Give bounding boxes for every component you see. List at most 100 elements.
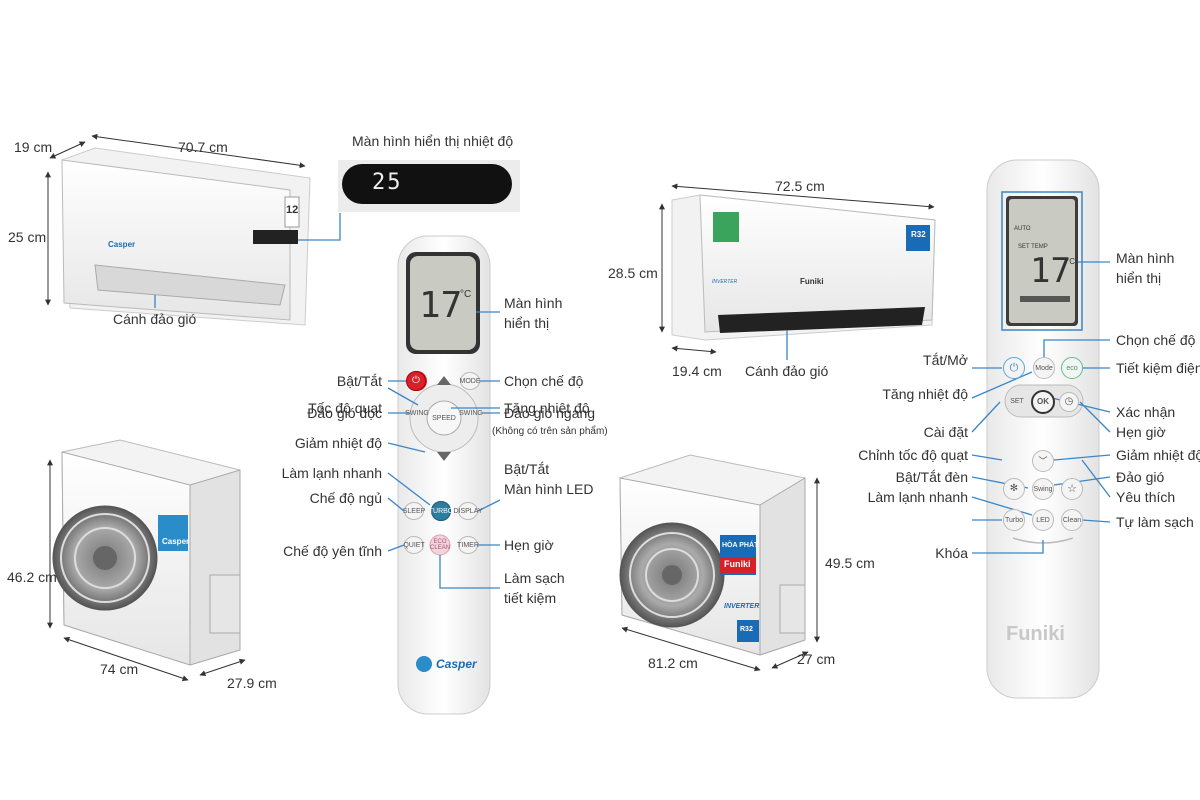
casper-swing-vertical-button[interactable]: SWING	[405, 409, 429, 417]
casper-power-button[interactable]: ⏻	[406, 371, 426, 391]
funiki-eco-button[interactable]: eco	[1061, 357, 1083, 379]
casper-mode-button[interactable]: MODE	[460, 372, 481, 390]
casper-label-mode: Chọn chế độ	[504, 373, 584, 389]
funiki-timer-button[interactable]: ◷	[1059, 392, 1079, 412]
casper-energy-badge: 12	[286, 204, 299, 216]
funiki-remote-lcd-set: SET TEMP	[1018, 244, 1048, 250]
casper-label-fan-speed: Tốc độ quạt	[308, 400, 382, 416]
funiki-outdoor-depth: 27 cm	[797, 651, 836, 667]
casper-display-value: 25	[372, 170, 403, 195]
funiki-label-power: Tắt/Mở	[923, 352, 968, 368]
casper-indoor-depth: 19 cm	[14, 139, 53, 155]
funiki-indoor-louver-label: Cánh đảo gió	[745, 363, 829, 379]
funiki-mode-button[interactable]: Mode	[1033, 357, 1055, 379]
funiki-swing-button[interactable]: Swing	[1032, 478, 1054, 500]
casper-label-temp-up: Tăng nhiệt độ	[504, 400, 590, 416]
funiki-outdoor-badge: R32	[740, 626, 753, 633]
funiki-fan-speed-button[interactable]: ✻	[1003, 478, 1025, 500]
funiki-indoor-height: 28.5 cm	[608, 265, 658, 281]
casper-indoor-dimensions	[45, 133, 306, 306]
casper-temp-down-button[interactable]	[434, 447, 454, 465]
casper-remote-lcd-temp: 17	[419, 285, 463, 326]
casper-label-quiet: Chế độ yên tĩnh	[283, 543, 382, 559]
casper-sleep-button[interactable]: SLEEP	[403, 502, 425, 520]
funiki-label-temp-up: Tăng nhiệt độ	[882, 386, 968, 402]
funiki-turbo-button[interactable]: Turbo	[1003, 509, 1025, 531]
casper-label-temp-down: Giảm nhiệt độ	[294, 435, 382, 451]
funiki-set-button[interactable]: SET	[1010, 397, 1024, 405]
funiki-indoor-inverter: INVERTER	[712, 279, 738, 285]
funiki-remote-brand: Funiki	[1006, 623, 1065, 645]
casper-outdoor-brand: Casper	[162, 537, 190, 546]
funiki-outdoor-unit	[619, 454, 806, 656]
casper-indoor-unit	[61, 147, 311, 326]
casper-speed-button[interactable]: SPEED	[432, 414, 456, 422]
casper-indoor-brand: Casper	[108, 240, 136, 249]
casper-outdoor-unit	[52, 439, 241, 666]
casper-indoor-width: 70.7 cm	[178, 139, 228, 155]
funiki-led-button[interactable]: LED	[1032, 509, 1054, 531]
casper-timer-button[interactable]: TIMER	[457, 536, 479, 554]
funiki-remote-lcd-unit: °C	[1066, 257, 1075, 266]
casper-display-title: Màn hình hiển thị nhiệt độ	[352, 133, 514, 149]
funiki-outdoor-brand-funiki: Funiki	[724, 559, 751, 569]
casper-indoor-height: 25 cm	[8, 229, 47, 245]
casper-remote-lcd-unit: °C	[460, 289, 472, 300]
funiki-remote	[986, 159, 1100, 699]
casper-label-display: Màn hình hiển thị	[504, 295, 563, 331]
casper-temp-up-button[interactable]	[434, 372, 454, 390]
casper-indoor-louver-label: Cánh đảo gió	[113, 311, 197, 327]
funiki-label-display: Màn hình hiển thị	[1116, 250, 1175, 286]
funiki-ok-button[interactable]: OK	[1031, 390, 1055, 414]
funiki-label-favorite: Yêu thích	[1116, 489, 1176, 505]
funiki-favorite-button[interactable]: ☆	[1061, 478, 1083, 500]
casper-label-led: Bật/Tắt Màn hình LED	[504, 461, 594, 497]
casper-label-turbo: Làm lạnh nhanh	[281, 465, 382, 481]
casper-quiet-button[interactable]: QUIET	[403, 536, 425, 554]
casper-outdoor-dimensions	[47, 459, 246, 682]
funiki-outdoor-inverter: INVERTER	[724, 603, 760, 610]
casper-swing-horizontal-button[interactable]: SWING	[459, 409, 483, 417]
casper-label-swing-horizontal-note: (Không có trên sản phẩm)	[492, 426, 608, 437]
casper-indoor-leaders	[154, 213, 341, 308]
funiki-temp-up-button[interactable]: ︿	[1034, 385, 1052, 395]
funiki-indoor-width: 72.5 cm	[775, 178, 825, 194]
funiki-indoor-depth: 19.4 cm	[672, 363, 722, 379]
casper-eco-button[interactable]: ECO CLEAN	[430, 539, 451, 551]
funiki-remote-lcd-temp: 17	[1030, 251, 1071, 291]
funiki-outdoor-height: 49.5 cm	[825, 555, 875, 571]
casper-label-eco: Làm sạch tiết kiệm	[504, 570, 565, 606]
funiki-label-light: Bật/Tắt đèn	[895, 469, 968, 485]
funiki-clean-button[interactable]: Clean	[1061, 509, 1083, 531]
funiki-remote-leaders	[971, 261, 1111, 554]
funiki-label-set: Cài đặt	[923, 424, 968, 440]
funiki-indoor-unit	[671, 194, 936, 341]
casper-remote-leaders	[387, 311, 501, 589]
funiki-label-fan-speed: Chỉnh tốc độ quạt	[858, 447, 968, 463]
funiki-label-swing: Đảo gió	[1116, 469, 1165, 485]
casper-remote-brand: Casper	[436, 657, 477, 671]
casper-label-sleep: Chế độ ngủ	[309, 490, 382, 506]
casper-turbo-button[interactable]: TURBO	[429, 501, 453, 521]
funiki-temp-down-button[interactable]: ﹀	[1032, 450, 1054, 472]
funiki-indoor-brand: Funiki	[800, 277, 824, 286]
casper-outdoor-width: 74 cm	[100, 661, 139, 677]
funiki-remote-lcd-auto: AUTO	[1014, 226, 1031, 232]
funiki-indoor-dimensions	[659, 183, 935, 355]
funiki-power-button[interactable]: ⏻	[1003, 357, 1025, 379]
funiki-label-timer: Hẹn giờ	[1116, 424, 1166, 440]
casper-display-button[interactable]: DISPLAY	[453, 502, 483, 520]
casper-outdoor-depth: 27.9 cm	[227, 675, 277, 691]
casper-remote	[397, 235, 491, 715]
funiki-label-clean: Tự làm sạch	[1116, 514, 1194, 530]
casper-outdoor-height: 46.2 cm	[7, 569, 57, 585]
casper-label-power: Bật/Tắt	[336, 373, 382, 389]
funiki-label-turbo: Làm lạnh nhanh	[867, 489, 968, 505]
funiki-label-confirm: Xác nhận	[1116, 404, 1176, 420]
casper-label-swing-horizontal: Đảo gió ngang	[504, 405, 596, 421]
funiki-label-lock: Khóa	[935, 545, 968, 561]
funiki-label-eco: Tiết kiệm điện	[1116, 360, 1200, 376]
funiki-label-temp-down: Giảm nhiệt độ	[1116, 447, 1200, 463]
funiki-label-mode: Chọn chế độ	[1116, 332, 1196, 348]
